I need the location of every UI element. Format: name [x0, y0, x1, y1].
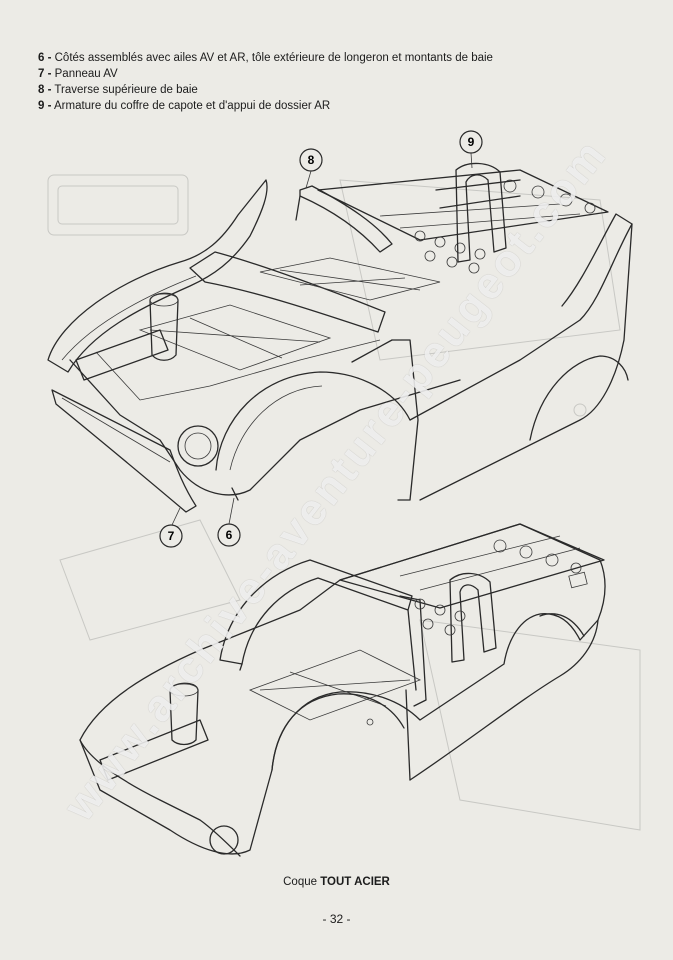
callout-7: 7 [159, 507, 183, 548]
svg-text:9: 9 [468, 135, 475, 149]
parts-legend: 6 - Côtés assemblés avec ailes AV et AR,… [38, 50, 493, 114]
exploded-body-shell [47, 162, 633, 513]
figure-caption: Coque TOUT ACIER [283, 876, 390, 888]
bleed-through-ghost [47, 174, 641, 831]
callout-8: 8 [299, 148, 323, 189]
svg-text:8: 8 [308, 153, 315, 167]
legend-item-7: 7 - Panneau AV [38, 68, 118, 80]
assembled-body-shell [79, 523, 606, 857]
callout-6: 6 [217, 497, 241, 547]
callout-9: 9 [459, 130, 483, 169]
legend-item-6: 6 - Côtés assemblés avec ailes AV et AR,… [38, 52, 493, 64]
legend-item-9: 9 - Armature du coffre de capote et d'ap… [38, 100, 331, 112]
page-number: - 32 - [322, 912, 351, 926]
svg-text:6: 6 [226, 528, 233, 542]
legend-item-8: 8 - Traverse supérieure de baie [38, 84, 198, 96]
svg-text:7: 7 [168, 529, 175, 543]
